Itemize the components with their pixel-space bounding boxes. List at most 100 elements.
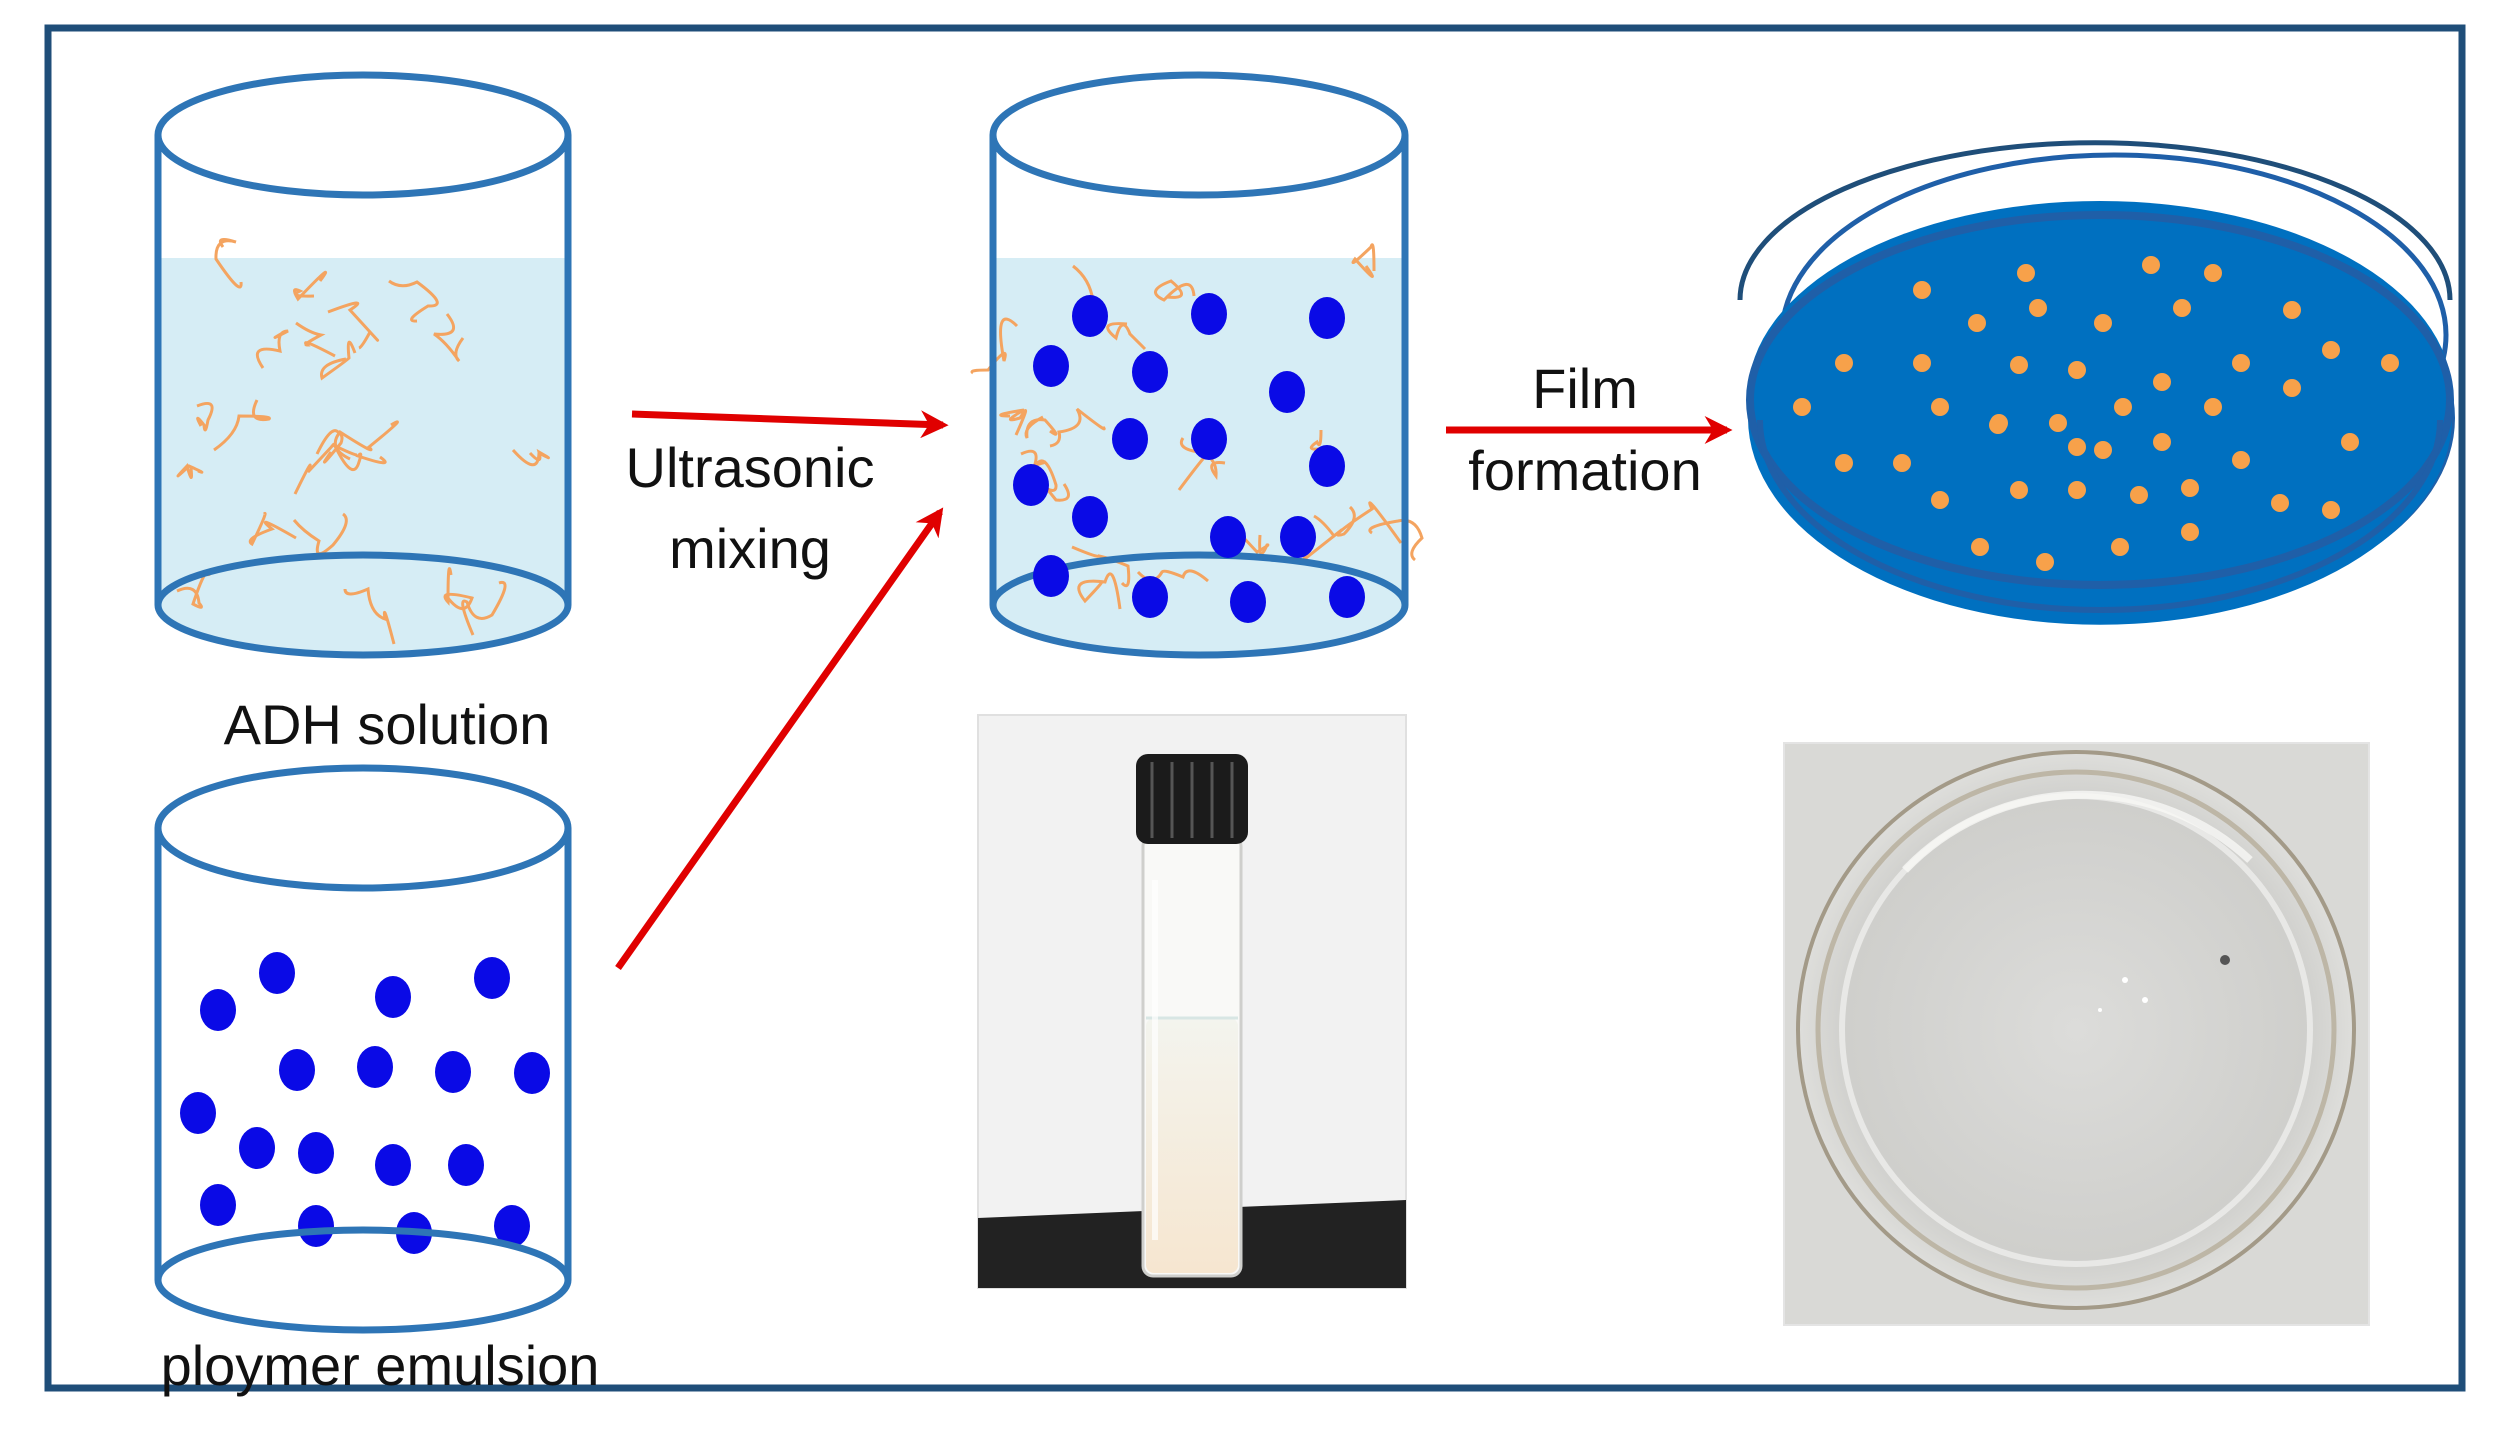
outer-frame: [44, 24, 2466, 1392]
polymer-particle: [1309, 297, 1345, 339]
film-dot: [2068, 438, 2086, 456]
film-dot: [2341, 433, 2359, 451]
polymer-particle: [1210, 516, 1246, 558]
film-dot: [2130, 486, 2148, 504]
film-dot: [2094, 441, 2112, 459]
polymer-chain: [461, 580, 507, 636]
polymer-chain: [1368, 518, 1424, 562]
film-dot: [2283, 301, 2301, 319]
film-dot: [2036, 553, 2054, 571]
formation-label: formation: [1468, 439, 1701, 502]
polymer-particle: [1191, 418, 1227, 460]
film-dot: [2173, 299, 2191, 317]
polymer-chain: [315, 429, 344, 464]
polymer-chain: [333, 445, 387, 472]
film-dot: [1968, 314, 1986, 332]
particle-group: [1013, 293, 1365, 623]
film-dot: [2114, 398, 2132, 416]
arrow-polymer-to-mix: [615, 507, 944, 971]
polymer-chain: [213, 399, 271, 452]
polymer-particle: [200, 989, 236, 1031]
polymer-particle: [1132, 576, 1168, 618]
film-dot: [2271, 494, 2289, 512]
dot-group: [1793, 256, 2399, 571]
polymer-particle: [200, 1184, 236, 1226]
polymer-particle: [448, 1144, 484, 1186]
film-dot: [2029, 299, 2047, 317]
film-dot: [2094, 314, 2112, 332]
film-dot: [1835, 354, 1853, 372]
film-dot: [2381, 354, 2399, 372]
film-dot: [2181, 479, 2199, 497]
polymer-emulsion-label: ploymer emulsion: [161, 1334, 600, 1397]
film-dot: [1989, 416, 2007, 434]
film-dot: [2010, 481, 2028, 499]
polymer-chain: [1024, 415, 1058, 439]
polymer-particle: [1309, 445, 1345, 487]
film-dot: [1893, 454, 1911, 472]
polymer-particle: [474, 957, 510, 999]
film-dot: [2049, 414, 2067, 432]
film-dot: [1931, 398, 1949, 416]
film-dot: [1793, 398, 1811, 416]
film-dot: [1835, 454, 1853, 472]
film-dot: [2283, 379, 2301, 397]
polymer-particle: [1191, 293, 1227, 335]
film-dot: [1971, 538, 1989, 556]
mixing-label: mixing: [669, 517, 831, 580]
polymer-beaker-icon: [154, 764, 572, 1334]
polymer-chain: [176, 463, 204, 479]
polymer-particle: [1033, 555, 1069, 597]
polymer-chain: [255, 329, 289, 369]
polymer-particle: [1230, 581, 1266, 623]
ultrasonic-label: Ultrasonic: [626, 436, 875, 499]
polymer-particle: [435, 1051, 471, 1093]
film-dot: [1913, 281, 1931, 299]
polymer-chain: [327, 301, 380, 350]
film-dot: [2232, 354, 2250, 372]
dish-photo-icon: [1783, 742, 2370, 1326]
film-dot: [2322, 341, 2340, 359]
arrow-adh-to-mix: [631, 410, 949, 439]
polymer-particle: [1329, 576, 1365, 618]
film-dot: [2142, 256, 2160, 274]
vial-photo-icon: [977, 714, 1407, 1289]
polymer-chain: [295, 321, 336, 358]
polymer-chain: [196, 402, 214, 432]
mixed-beaker-icon: [970, 71, 1424, 659]
polymer-chain: [433, 313, 465, 363]
polymer-particle: [180, 1092, 216, 1134]
film-dot: [1931, 491, 1949, 509]
polymer-particle: [1269, 371, 1305, 413]
film-dot: [2204, 398, 2222, 416]
polymer-chain: [511, 448, 550, 467]
film-label: Film: [1532, 357, 1638, 420]
polymer-particle: [1280, 516, 1316, 558]
polymer-chain: [343, 586, 396, 645]
polymer-chain: [999, 408, 1028, 436]
polymer-particle: [514, 1052, 550, 1094]
polymer-chain: [320, 340, 357, 381]
film-dot: [2153, 373, 2171, 391]
film-dot: [2068, 481, 2086, 499]
film-dish-icon: [1737, 140, 2455, 625]
chain-group: [176, 237, 550, 645]
film-dot: [2010, 356, 2028, 374]
film-dot: [2181, 523, 2199, 541]
polymer-particle: [1033, 345, 1069, 387]
polymer-chain: [214, 237, 243, 289]
particle-group: [180, 952, 550, 1254]
polymer-particle: [1013, 464, 1049, 506]
adh-beaker-icon: [154, 71, 572, 659]
polymer-chain: [1106, 322, 1147, 351]
polymer-particle: [279, 1049, 315, 1091]
film-dot: [2153, 433, 2171, 451]
film-dot: [2068, 361, 2086, 379]
film-dot: [2204, 264, 2222, 282]
film-dot: [2322, 501, 2340, 519]
film-dot: [2232, 451, 2250, 469]
polymer-chain: [1049, 407, 1106, 448]
polymer-particle: [298, 1205, 334, 1247]
polymer-chain: [970, 317, 1019, 375]
polymer-particle: [259, 952, 295, 994]
